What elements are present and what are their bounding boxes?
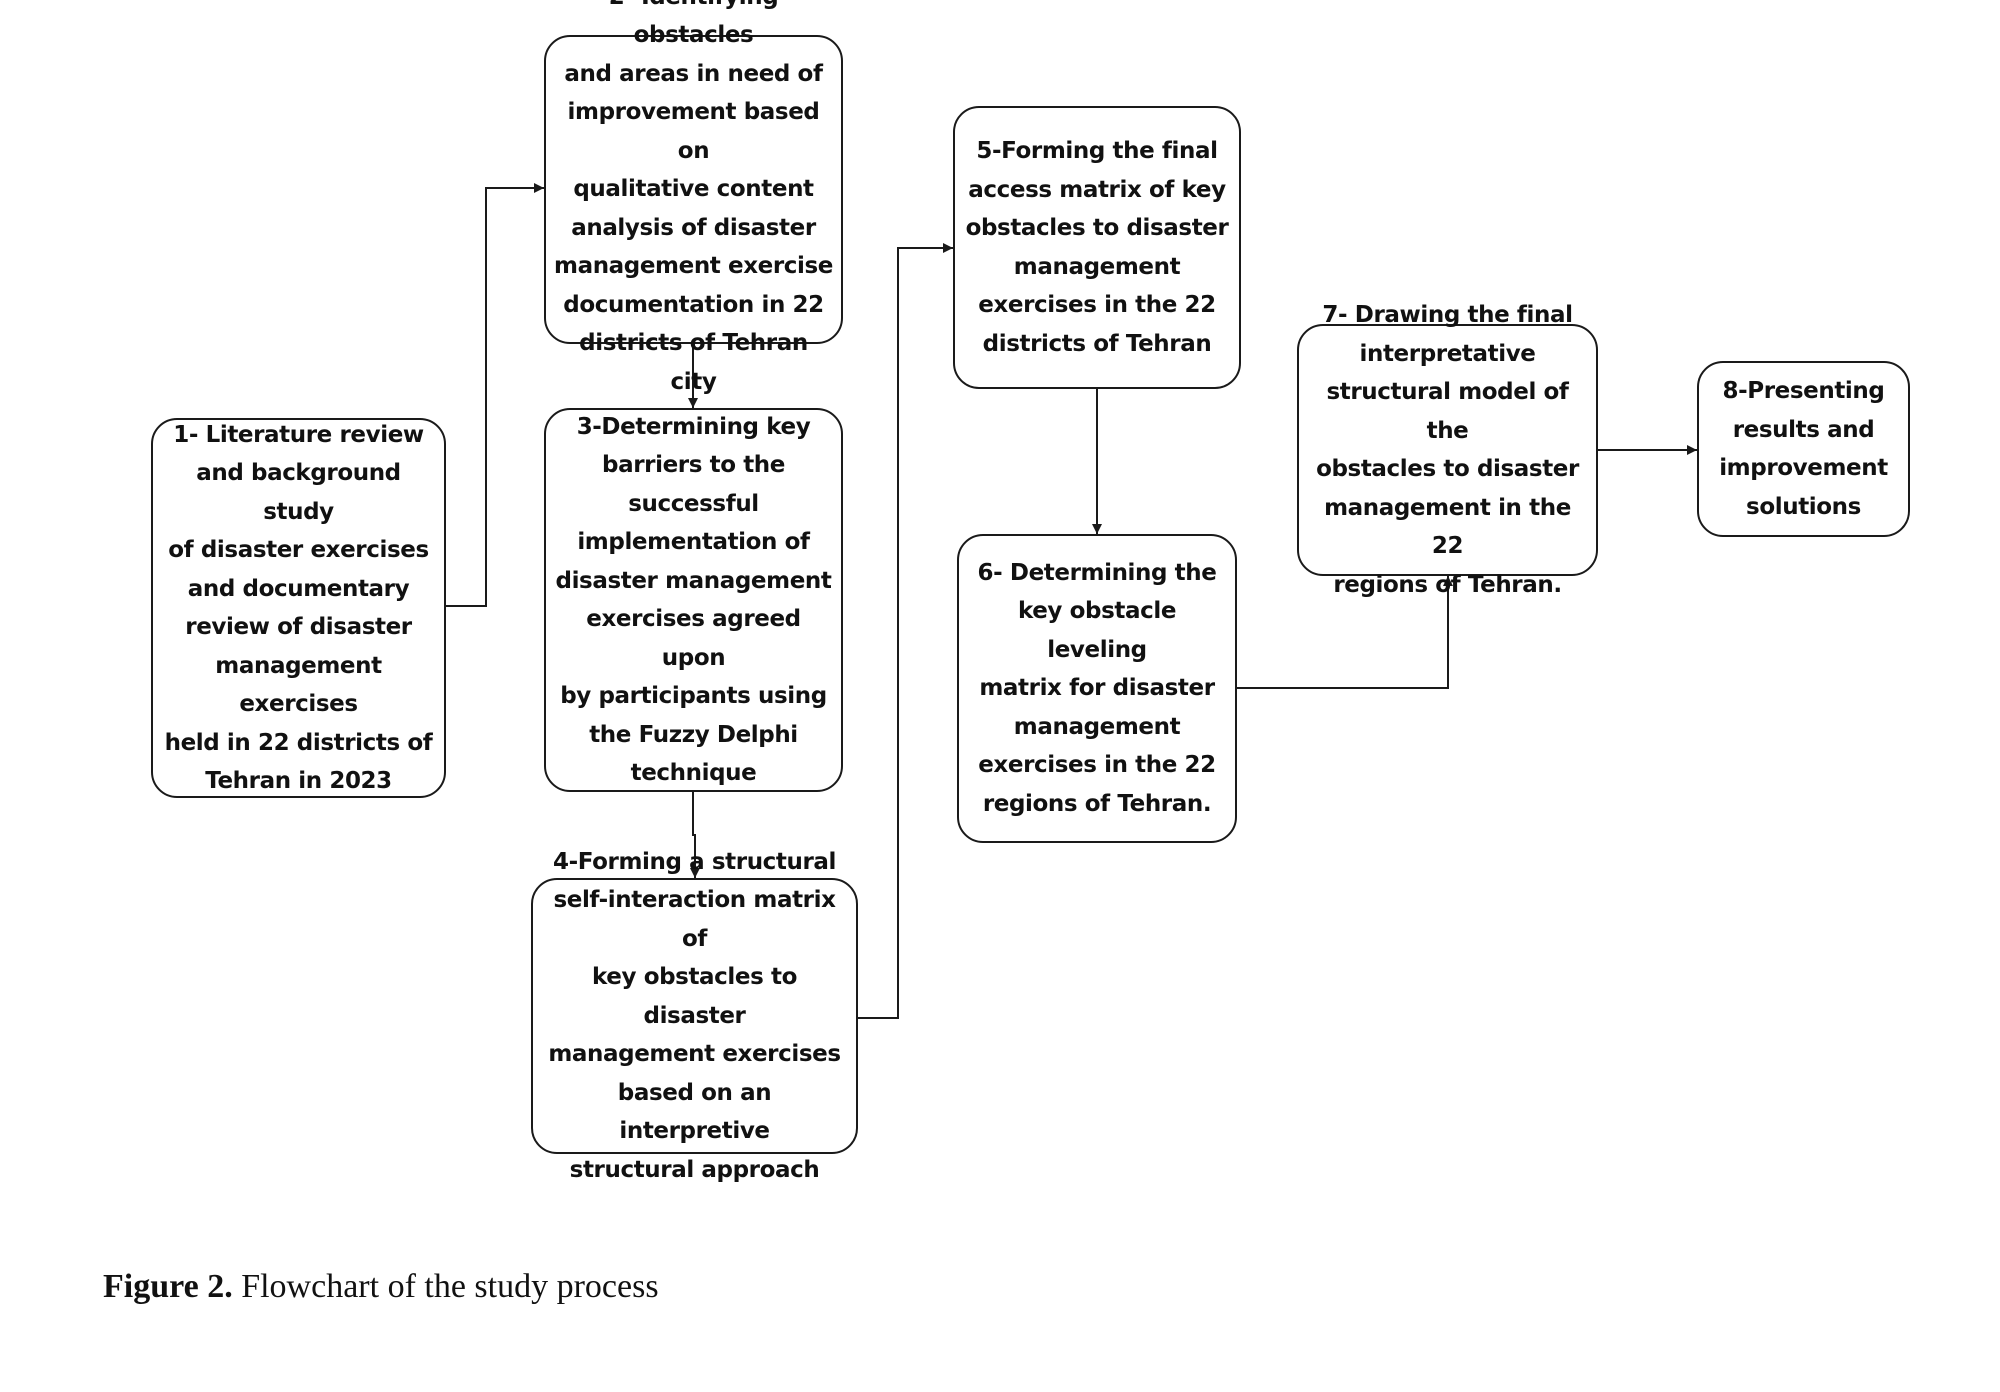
step-2-box: 2- Identifying obstacles and areas in ne… [544, 0, 843, 395]
step-2-text: 2- Identifying obstacles and areas in ne… [554, 0, 833, 395]
step-5-text: 5-Forming the final access matrix of key… [965, 138, 1229, 357]
step-4-box: 4-Forming a structural self-interaction … [531, 849, 858, 1183]
step-7-box: 7- Drawing the final interpretative stru… [1297, 302, 1598, 598]
figure-caption-label: Figure 2. [103, 1268, 233, 1305]
arrow-step6-to-step7 [1237, 576, 1453, 689]
step-6-box: 6- Determining the key obstacle leveling… [957, 534, 1237, 843]
step-6-text: 6- Determining the key obstacle leveling… [977, 559, 1217, 817]
arrow-step4-to-step5 [858, 243, 953, 1019]
step-8-text: 8-Presenting results and improvement sol… [1719, 378, 1888, 520]
step-8-box: 8-Presenting results and improvement sol… [1697, 361, 1910, 537]
figure-caption: Figure 2. Flowchart of the study process [103, 1268, 659, 1306]
step-1-box: 1- Literature review and background stud… [151, 418, 446, 798]
step-4-text: 4-Forming a structural self-interaction … [548, 848, 841, 1183]
step-1-text: 1- Literature review and background stud… [164, 421, 433, 795]
arrow-step1-to-step2 [446, 183, 544, 607]
step-5-box: 5-Forming the final access matrix of key… [953, 106, 1241, 389]
step-7-text: 7- Drawing the final interpretative stru… [1316, 302, 1579, 598]
arrow-step3-to-step4 [690, 792, 700, 878]
step-3-box: 3-Determining key barriers to the succes… [544, 408, 843, 792]
figure-caption-text: Flowchart of the study process [232, 1268, 659, 1305]
step-3-text: 3-Determining key barriers to the succes… [555, 413, 832, 787]
